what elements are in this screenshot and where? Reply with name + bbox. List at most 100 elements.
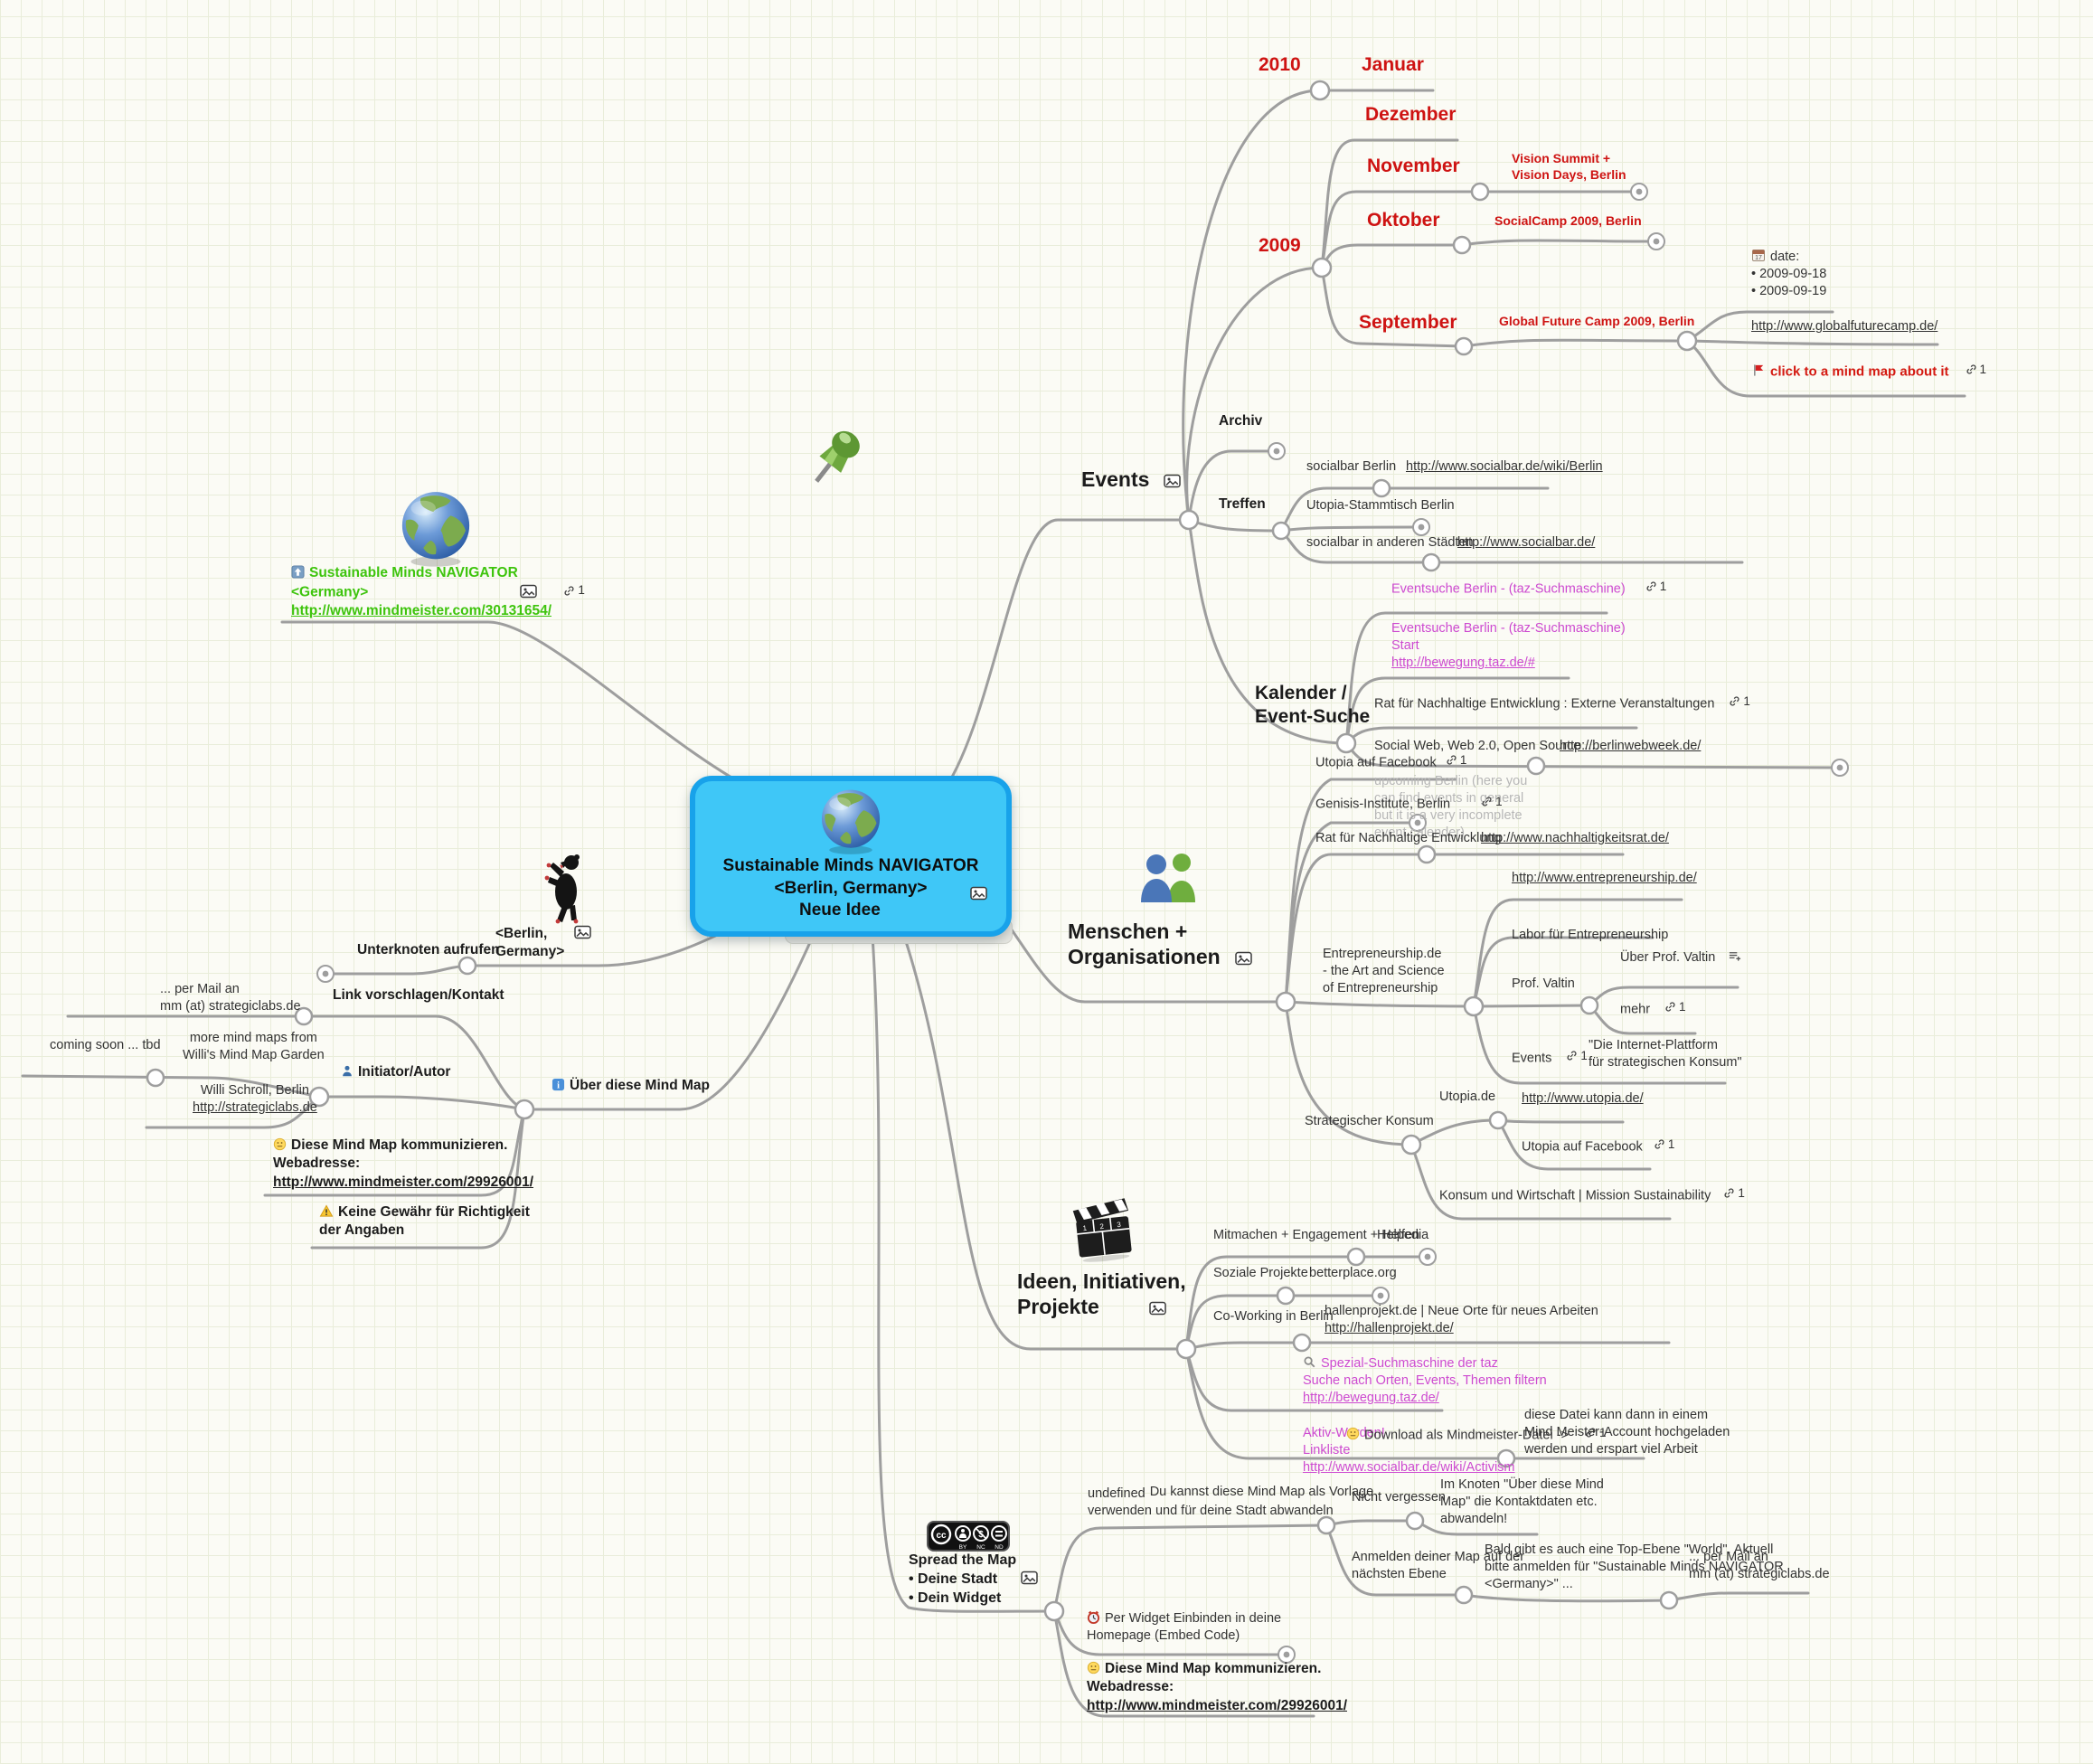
note-socialcamp[interactable]: SocialCamp 2009, Berlin bbox=[1494, 212, 1642, 229]
node-treffen[interactable]: Treffen bbox=[1219, 495, 1266, 514]
heading-ideen[interactable]: Ideen, Initiativen,Projekte bbox=[1017, 1269, 1186, 1319]
node-kommunizieren-bottom[interactable]: Diese Mind Map kommunizieren.Webadresse:… bbox=[1087, 1660, 1347, 1715]
berlin-bear-icon bbox=[544, 854, 580, 924]
link-berlinwebweek[interactable]: http://berlinwebweek.de/ bbox=[1560, 738, 1701, 755]
node-socialbar-staedte[interactable]: socialbar in anderen Städten bbox=[1306, 534, 1474, 552]
label: mm (at) strategiclabs.de bbox=[160, 999, 301, 1014]
month-oktober[interactable]: Oktober bbox=[1367, 208, 1440, 233]
note-vision-summit[interactable]: Vision Summit +Vision Days, Berlin bbox=[1512, 150, 1626, 183]
node-archiv[interactable]: Archiv bbox=[1219, 412, 1262, 430]
node-entrepreneurship[interactable]: Entrepreneurship.de- the Art and Science… bbox=[1323, 946, 1445, 997]
node-ueber-prof-valtin[interactable]: Über Prof. Valtin bbox=[1620, 949, 1746, 967]
node-unterknoten[interactable]: Unterknoten aufrufen bbox=[357, 941, 500, 959]
node-rat-externe[interactable]: Rat für Nachhaltige Entwicklung : Extern… bbox=[1374, 693, 1750, 713]
node-konsum-wirtschaft[interactable]: Konsum und Wirtschaft | Mission Sustaina… bbox=[1439, 1185, 1745, 1205]
label: nächsten Ebene bbox=[1352, 1567, 1447, 1582]
node-socialbar-berlin[interactable]: socialbar Berlin bbox=[1306, 458, 1396, 476]
link-nachhaltigkeitsrat[interactable]: http://www.nachhaltigkeitsrat.de/ bbox=[1481, 830, 1669, 847]
heading-menschen[interactable]: Menschen +Organisationen bbox=[1068, 919, 1257, 969]
heading-kalender[interactable]: Kalender /Event-Suche bbox=[1255, 682, 1370, 730]
link-globalfuturecamp[interactable]: http://www.globalfuturecamp.de/ bbox=[1751, 318, 1937, 335]
link-count-badge[interactable]: 1 bbox=[1723, 1185, 1745, 1202]
note-globalfuturecamp[interactable]: Global Future Camp 2009, Berlin bbox=[1499, 313, 1694, 329]
link-utopia[interactable]: http://www.utopia.de/ bbox=[1522, 1090, 1644, 1108]
node-eventsuche-start[interactable]: Eventsuche Berlin - (taz-Suchmaschine)St… bbox=[1391, 620, 1626, 672]
svg-text:BY: BY bbox=[959, 1544, 967, 1551]
link-socialbar-wiki[interactable]: http://www.socialbar.de/wiki/Berlin bbox=[1406, 458, 1603, 476]
root-node[interactable]: Sustainable Minds NAVIGATOR <Berlin, Ger… bbox=[690, 776, 1012, 937]
node-kommunizieren-left[interactable]: Diese Mind Map kommunizieren.Webadresse:… bbox=[273, 1137, 533, 1192]
node-coworking[interactable]: Co-Working in Berlin bbox=[1213, 1308, 1334, 1325]
link-socialbar[interactable]: http://www.socialbar.de/ bbox=[1457, 534, 1595, 552]
link-count-badge[interactable]: 1 bbox=[1966, 362, 1986, 378]
month-dezember[interactable]: Dezember bbox=[1365, 102, 1456, 127]
year-2010[interactable]: 2010 bbox=[1259, 52, 1301, 78]
label: Ideen, Initiativen, bbox=[1017, 1269, 1186, 1293]
heading-events[interactable]: Events bbox=[1081, 467, 1185, 492]
node-strategischer-konsum[interactable]: Strategischer Konsum bbox=[1305, 1113, 1434, 1130]
year-2009[interactable]: 2009 bbox=[1259, 233, 1301, 259]
label: betterplace.org bbox=[1309, 1266, 1397, 1280]
node-helpedia[interactable]: Helpedia bbox=[1377, 1227, 1428, 1244]
node-download-mindmeister[interactable]: Download als Mindmeister-Datei ->1 bbox=[1346, 1425, 1607, 1445]
node-neue-idee[interactable]: Neue Idee bbox=[799, 899, 881, 921]
node-mitmachen[interactable]: Mitmachen + Engagement + Helfen bbox=[1213, 1227, 1419, 1244]
node-coming-soon[interactable]: coming soon ... tbd bbox=[50, 1037, 161, 1054]
node-hallenprojekt[interactable]: hallenprojekt.de | Neue Orte für neues A… bbox=[1325, 1303, 1598, 1337]
month-januar[interactable]: Januar bbox=[1362, 52, 1424, 78]
node-initiator[interactable]: Initiator/Autor bbox=[341, 1063, 450, 1081]
label: <Berlin, bbox=[495, 926, 548, 941]
label: <Germany> bbox=[291, 584, 369, 600]
label: Oktober bbox=[1367, 210, 1440, 231]
node-utopia-de[interactable]: Utopia.de bbox=[1439, 1089, 1495, 1106]
node-prof-valtin[interactable]: Prof. Valtin bbox=[1512, 976, 1575, 993]
node-betterplace[interactable]: betterplace.org bbox=[1309, 1265, 1397, 1282]
link-count-badge[interactable]: 1 bbox=[1481, 794, 1503, 810]
node-link-vorschlagen[interactable]: Link vorschlagen/Kontakt bbox=[333, 986, 504, 1005]
month-november[interactable]: November bbox=[1367, 154, 1460, 179]
month-september[interactable]: September bbox=[1359, 310, 1457, 335]
link-count-badge[interactable]: 1 bbox=[1645, 579, 1666, 595]
node-soziale-projekte[interactable]: Soziale Projekte bbox=[1213, 1265, 1308, 1282]
link-count-badge[interactable]: 1 bbox=[1566, 1048, 1588, 1064]
link-count-badge[interactable]: 1 bbox=[1654, 1137, 1674, 1153]
node-socialweb[interactable]: Social Web, Web 2.0, Open Source .... bbox=[1374, 738, 1599, 755]
link-count-badge[interactable]: 1 bbox=[563, 582, 585, 599]
link-count-badge[interactable]: 1 bbox=[1729, 693, 1750, 710]
note-bald[interactable]: Bald gibt es auch eine Top-Ebene "World"… bbox=[1485, 1542, 1784, 1593]
link-count-badge[interactable]: 1 bbox=[1585, 1425, 1607, 1441]
link-entrepreneurship[interactable]: http://www.entrepreneurship.de/ bbox=[1512, 870, 1697, 887]
node-rat-ne[interactable]: Rat für Nachhaltige Entwicklung bbox=[1315, 830, 1502, 847]
heading-spread[interactable]: Spread the Map• Deine Stadt• Dein Widget bbox=[909, 1552, 1042, 1608]
node-utopia-stammtisch[interactable]: Utopia-Stammtisch Berlin bbox=[1306, 497, 1455, 514]
link-count-badge[interactable]: 1 bbox=[1446, 752, 1466, 769]
link-count-badge[interactable]: 1 bbox=[1664, 999, 1686, 1015]
node-eventsuche-taz[interactable]: Eventsuche Berlin - (taz-Suchmaschine)1 bbox=[1391, 579, 1666, 599]
node-labor[interactable]: Labor für Entrepreneurship bbox=[1512, 927, 1668, 944]
node-nicht-vergessen[interactable]: Nicht vergessen bbox=[1352, 1489, 1446, 1506]
node-berlin-germany[interactable]: <Berlin,Germany> bbox=[495, 925, 596, 962]
label: Suche nach Orten, Events, Themen filtern bbox=[1303, 1373, 1547, 1389]
